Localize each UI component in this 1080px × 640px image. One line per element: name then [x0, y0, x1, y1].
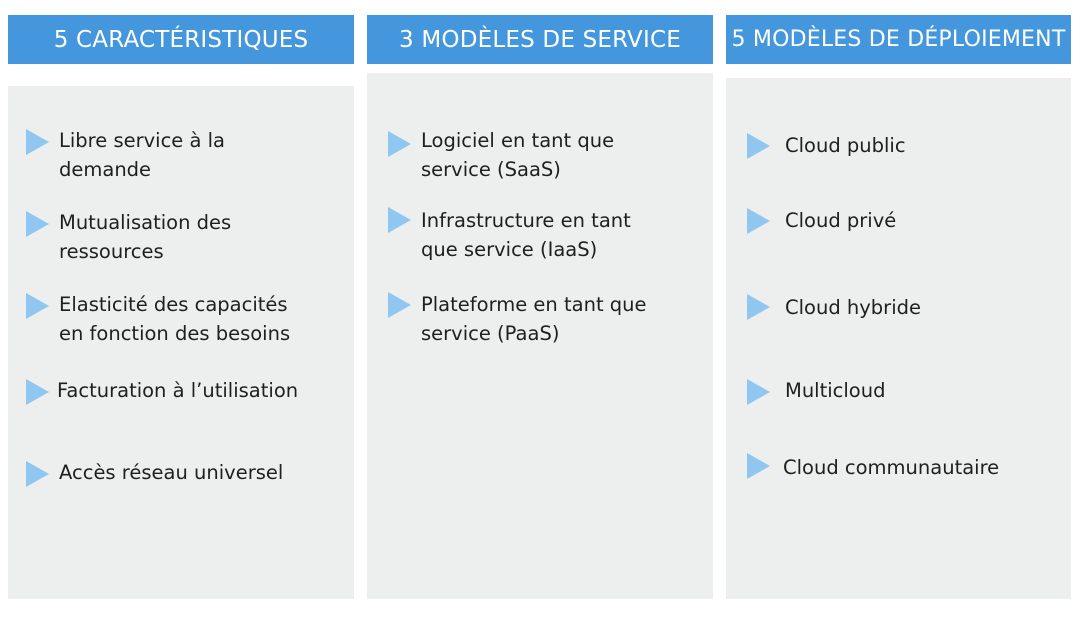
item-label: Libre service à la demande: [59, 129, 226, 181]
triangle-right-icon: [388, 131, 411, 157]
column-panel-service-models: Logiciel en tant que service (SaaS) Infr…: [367, 73, 713, 599]
list-item: Multicloud: [747, 376, 885, 405]
triangle-right-icon: [26, 211, 49, 237]
column-panel-deployment-models: Cloud public Cloud privé Cloud hybride M…: [726, 78, 1071, 599]
list-item: Infrastructure en tant que service (IaaS…: [388, 206, 631, 264]
item-label: Plateforme en tant que service (PaaS): [421, 293, 647, 345]
item-label: Cloud hybride: [785, 296, 921, 319]
list-item: Mutualisation des ressources: [26, 208, 231, 266]
list-item: Libre service à la demande: [26, 126, 225, 184]
list-item: Cloud privé: [747, 206, 896, 235]
item-label: Cloud privé: [785, 209, 897, 232]
item-label: Cloud communautaire: [783, 456, 1000, 479]
triangle-right-icon: [747, 453, 770, 479]
list-item: Cloud public: [747, 131, 906, 160]
item-label: Multicloud: [785, 379, 886, 402]
item-label: Cloud public: [785, 134, 906, 157]
item-label: Infrastructure en tant que service (IaaS…: [421, 209, 631, 261]
list-item: Cloud communautaire: [747, 453, 999, 482]
item-label: Elasticité des capacités en fonction des…: [59, 293, 291, 345]
column-header-service-models: 3 MODÈLES DE SERVICE: [367, 15, 713, 64]
triangle-right-icon: [388, 292, 411, 318]
list-item: Logiciel en tant que service (SaaS): [388, 126, 614, 184]
triangle-right-icon: [388, 207, 411, 233]
triangle-right-icon: [26, 129, 49, 155]
triangle-right-icon: [747, 379, 770, 405]
list-item: Facturation à l’utilisation: [26, 376, 298, 405]
list-item: Plateforme en tant que service (PaaS): [388, 290, 647, 348]
triangle-right-icon: [26, 379, 49, 405]
triangle-right-icon: [747, 208, 770, 234]
list-item: Accès réseau universel: [26, 458, 283, 487]
triangle-right-icon: [26, 461, 49, 487]
column-header-characteristics: 5 CARACTÉRISTIQUES: [8, 15, 354, 64]
item-label: Logiciel en tant que service (SaaS): [421, 129, 615, 181]
item-label: Accès réseau universel: [59, 461, 284, 484]
triangle-right-icon: [26, 293, 49, 319]
column-panel-characteristics: Libre service à la demande Mutualisation…: [8, 86, 354, 599]
triangle-right-icon: [747, 133, 770, 159]
column-header-deployment-models: 5 MODÈLES DE DÉPLOIEMENT: [726, 15, 1071, 64]
list-item: Elasticité des capacités en fonction des…: [26, 290, 290, 348]
list-item: Cloud hybride: [747, 293, 921, 322]
triangle-right-icon: [747, 294, 770, 320]
item-label: Facturation à l’utilisation: [57, 379, 299, 402]
item-label: Mutualisation des ressources: [59, 211, 232, 263]
